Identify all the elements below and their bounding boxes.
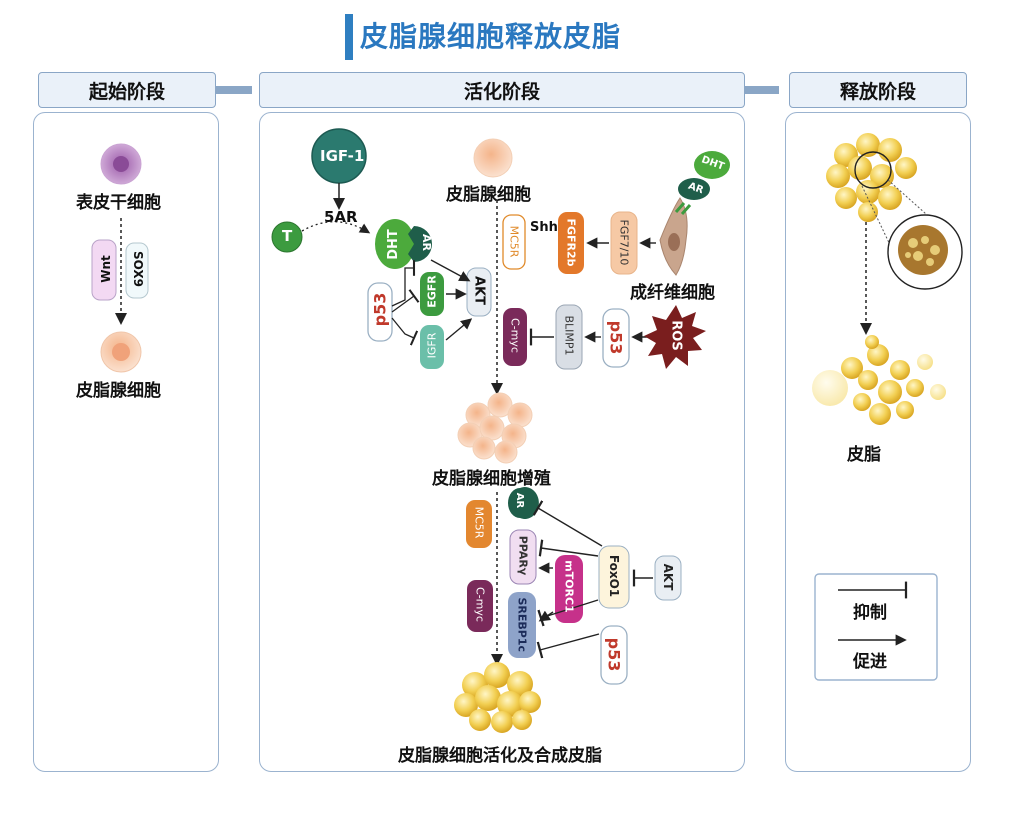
blimp1-label: BLIMP1 [562,315,576,356]
t-to-dht-arrow [301,221,371,234]
fibroblast-label: 成纤维细胞 [630,283,715,303]
ar-node [408,226,432,262]
proliferation-cluster [457,392,533,464]
sox9-chip [125,242,149,299]
dht-akt-arrow [430,259,471,282]
foxo1-inhibit-ar [532,500,603,547]
wnt-label: Wnt [99,255,113,283]
ar-low-label: AR [514,492,526,509]
p53-inhibit-dht [391,260,416,307]
srebp-label: SREBP1c [515,597,529,653]
t-node [271,221,303,253]
stem-cell-icon [100,143,142,185]
mc5r-chip [502,214,526,270]
akt-label: AKT [471,275,487,305]
middle-sebocyte-label: 皮脂腺细胞 [446,185,531,205]
fgfr2b-chip [558,212,584,274]
wnt-chip [91,239,117,301]
mc5r-low-chip [466,500,492,548]
p53-low-chip [600,625,628,685]
cmyc-label: C-myc [508,318,522,353]
ros-label: ROS [668,320,684,351]
5ar-label: 5AR [324,208,358,226]
srebp-chip [508,592,536,658]
fibroblast-icon [659,197,688,276]
egfr-label: EGFR [425,275,439,308]
stage-activation: 活化阶段 [259,72,745,108]
legend-promote-label: 促进 [853,652,887,672]
blimp1-chip [555,304,583,370]
legend-box [814,573,938,681]
mtorc1-srebp-arrow [538,610,554,622]
middle-sebocyte-icon [473,138,513,178]
stage-initiation: 起始阶段 [38,72,216,108]
foxo1-label: FoxO1 [607,554,621,598]
p53-inhibit-egfr [391,289,420,313]
igfr-label: IGFR [425,332,439,359]
lipid-cluster-top [826,133,917,222]
fgfr2b-label: FGFR2b [564,218,578,267]
mc5r-low-label: MC5R [472,506,486,539]
stage-connector-1 [216,86,252,94]
ppar-chip [509,529,537,585]
mtorc1-chip [555,555,583,623]
sebocyte-label-left: 皮脂腺细胞 [76,381,161,401]
cmyc-low-label: C-myc [473,587,487,622]
ros-burst [644,305,706,369]
panel-initiation [33,112,219,772]
igfr-akt-arrow [445,318,473,341]
sox9-label: SOX9 [131,250,145,288]
akt-low-label: AKT [661,563,675,591]
cmyc-low-chip [467,580,493,632]
mc5r-label: MC5R [507,225,521,258]
foxo1-inhibit-ppar [538,539,599,557]
ppar-label: PPARγ [516,535,530,576]
stage-connector-2 [745,86,779,94]
igfr-chip [420,325,444,369]
p53-label: p53 [370,292,390,327]
fgf7-10-chip [610,211,638,275]
ar-label: AR [419,234,433,251]
zoom-circle [887,214,963,290]
p53-b-label: p53 [606,320,626,355]
p53-inhibit-igfr [391,317,419,346]
dht-label: DHT [385,229,401,260]
sebum-label: 皮脂 [847,445,881,465]
fib-dht-ar-icon [674,151,730,215]
cmyc-chip [503,308,527,366]
lipid-cluster-middle [454,662,541,733]
legend-inhibit-label: 抑制 [853,603,887,623]
p53-inhibit-srebp [536,633,600,659]
igf1-label: IGF-1 [320,147,365,165]
title-accent-bar [345,14,353,60]
proliferation-label: 皮脂腺细胞增殖 [432,469,551,489]
t-label: T [282,227,293,245]
stage-release: 释放阶段 [789,72,967,108]
foxo1-chip [598,545,630,609]
fgf7-10-label: FGF7/10 [617,219,631,266]
akt-low-chip [654,555,682,601]
final-label: 皮脂腺细胞活化及合成皮脂 [398,746,602,766]
akt-chip [466,267,492,317]
dht-node [375,219,415,269]
sebocyte-icon [100,331,142,373]
p53-b-chip [602,308,630,368]
stem-cell-label: 表皮干细胞 [76,193,161,213]
mtorc1-label: mTORC1 [562,560,576,613]
page-title: 皮脂腺细胞释放皮脂 [360,20,622,53]
egfr-chip [420,272,444,316]
p53-low-label: p53 [604,637,624,672]
shh-label: Shh [530,220,558,235]
sebum-droplets [812,335,946,425]
